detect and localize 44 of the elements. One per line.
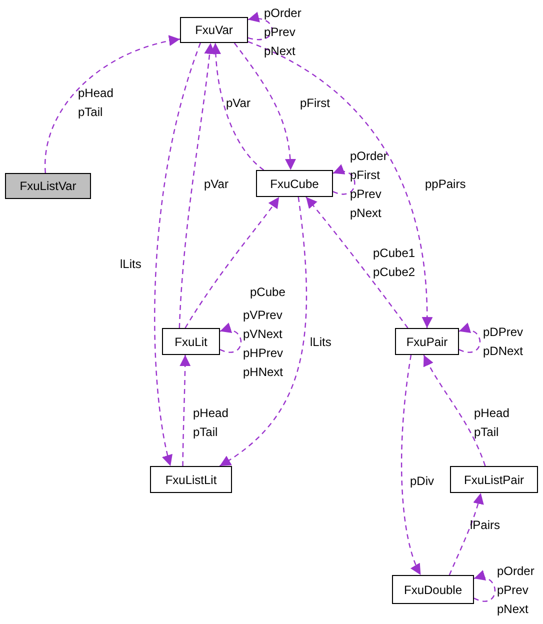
- edge-label: pVar: [226, 95, 250, 112]
- edge-label: pOrder pPrev pNext: [264, 5, 302, 60]
- dashed-arrow: [448, 492, 484, 576]
- class-box: FxuVar: [180, 17, 248, 43]
- dashed-arrow: [423, 354, 486, 466]
- edge-label: pFirst: [300, 95, 330, 112]
- class-box: FxuDouble: [392, 575, 474, 604]
- edge-label: ppPairs: [425, 176, 466, 193]
- dashed-arrow: [180, 355, 191, 466]
- dashed-arrow: [474, 571, 496, 602]
- edge-label: lLits: [120, 256, 142, 273]
- dashed-arrow: [332, 165, 356, 195]
- class-box: FxuListLit: [150, 466, 232, 493]
- edge-label: pDPrev pDNext: [483, 324, 524, 360]
- dashed-arrow: [44, 36, 180, 173]
- dashed-arrow: [220, 324, 242, 353]
- dashed-arrow: [248, 41, 432, 328]
- dashed-arrow: [306, 196, 408, 328]
- edge-label: pVPrev pVNext pHPrev pHNext: [243, 307, 284, 381]
- dashed-arrow: [210, 42, 264, 170]
- edge-label: pOrder pPrev pNext: [497, 563, 534, 618]
- edge-label: pCube: [250, 284, 286, 301]
- dashed-arrow: [184, 196, 280, 328]
- dashed-arrow: [219, 196, 308, 466]
- edge-label: pHead pTail: [78, 85, 114, 121]
- edge-label: pHead pTail: [193, 405, 228, 441]
- dashed-arrow: [400, 354, 422, 576]
- edge-label: pHead pTail: [474, 405, 510, 441]
- edge-label: lLits: [310, 334, 332, 351]
- dashed-arrow: [234, 42, 296, 170]
- edge-label: pOrder pFirst pPrev pNext: [350, 148, 388, 222]
- class-box: FxuCube: [256, 170, 333, 197]
- class-box: FxuListVar: [5, 173, 91, 199]
- class-box: FxuPair: [395, 328, 459, 355]
- edge-label: pCube1 pCube2: [373, 245, 416, 281]
- class-box: FxuLit: [162, 328, 220, 355]
- dashed-arrow: [154, 42, 201, 466]
- dashed-arrow: [248, 12, 273, 40]
- dashed-arrow: [178, 42, 215, 328]
- edge-label: pDiv: [410, 473, 434, 490]
- edge-label: lPairs: [470, 517, 500, 534]
- edge-label: pVar: [204, 176, 228, 193]
- dashed-arrow: [458, 324, 481, 353]
- class-box: FxuListPair: [450, 466, 538, 493]
